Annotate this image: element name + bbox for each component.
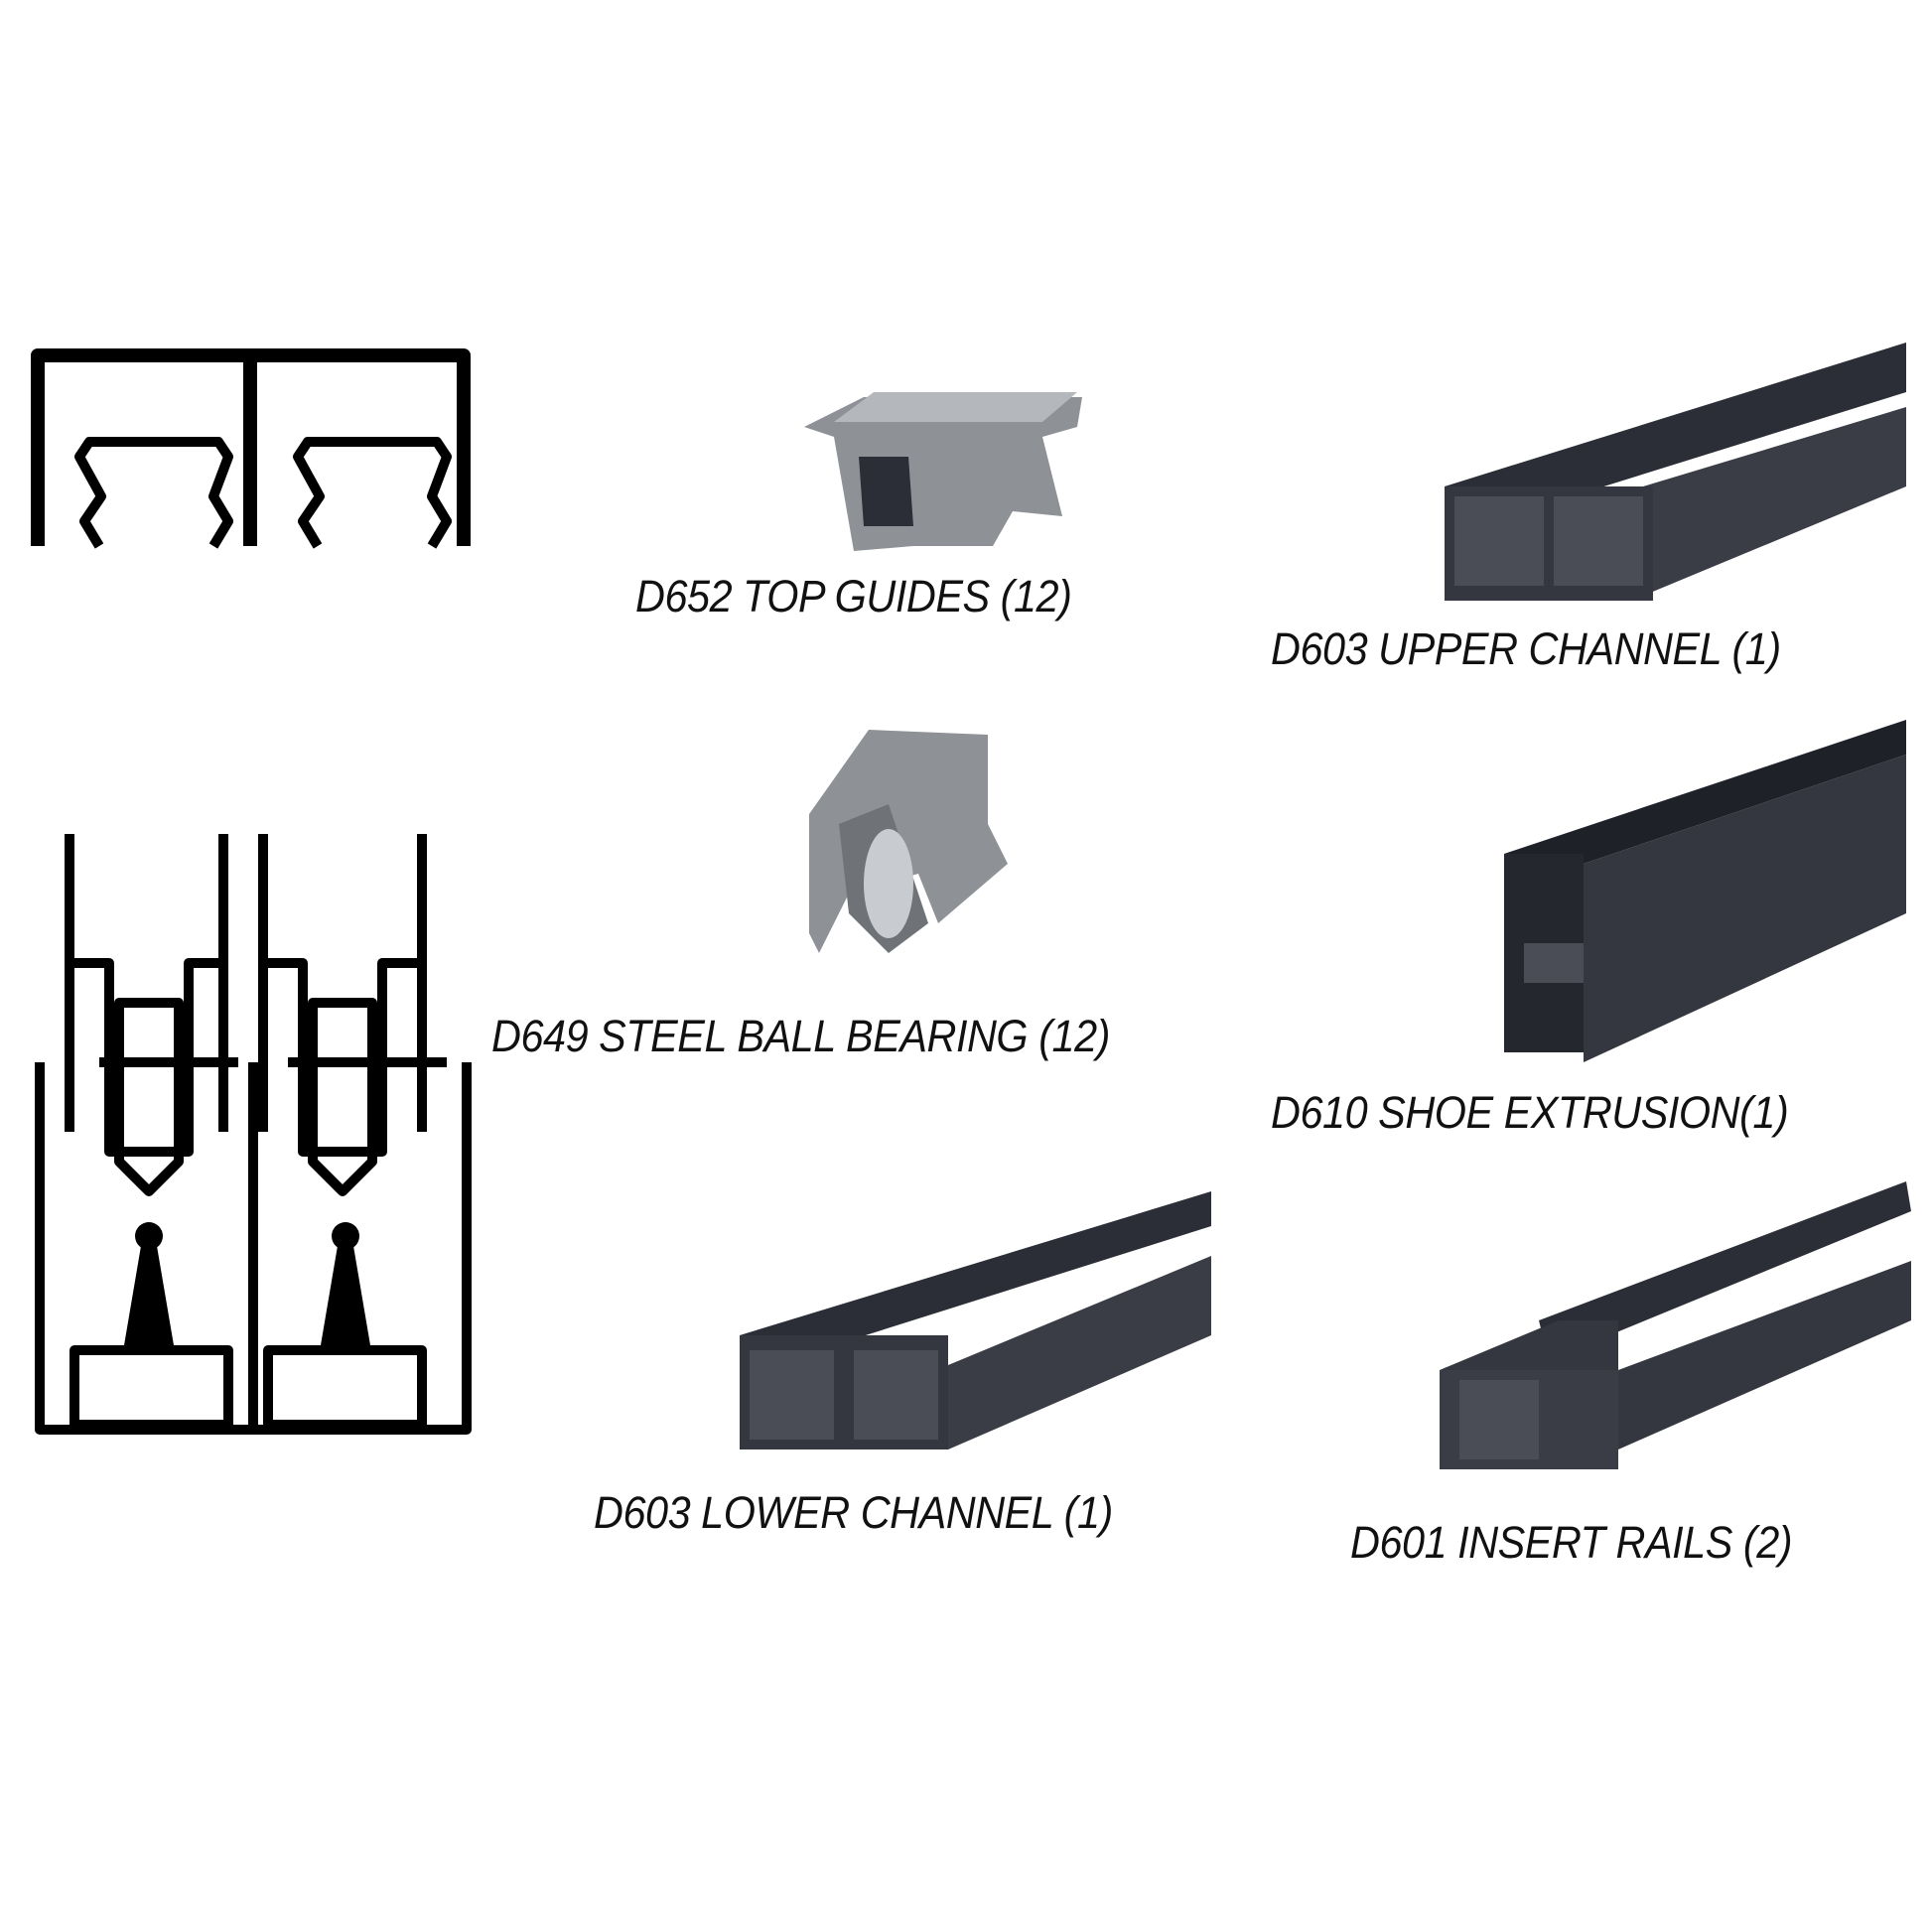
lower-channel-part-image	[740, 1191, 1211, 1449]
lower-track-profile-diagram	[35, 834, 472, 1435]
insert-rails-part-image	[1440, 1181, 1911, 1469]
ball-bearing-label: D649 STEEL BALL BEARING (12)	[491, 1011, 1110, 1061]
shoe-extrusion-label: D610 SHOE EXTRUSION(1)	[1271, 1087, 1789, 1138]
upper-track-profile-diagram	[31, 348, 471, 549]
top-guides-label: D652 TOP GUIDES (12)	[635, 571, 1072, 621]
upper-channel-label: D603 UPPER CHANNEL (1)	[1271, 623, 1781, 674]
ball-bearing-part-image	[809, 730, 1008, 953]
lower-channel-label: D603 LOWER CHANNEL (1)	[594, 1487, 1113, 1538]
top-guide-part-image	[804, 392, 1082, 551]
upper-channel-part-image	[1445, 343, 1906, 601]
insert-rails-label: D601 INSERT RAILS (2)	[1350, 1517, 1793, 1568]
shoe-extrusion-part-image	[1504, 720, 1906, 1062]
